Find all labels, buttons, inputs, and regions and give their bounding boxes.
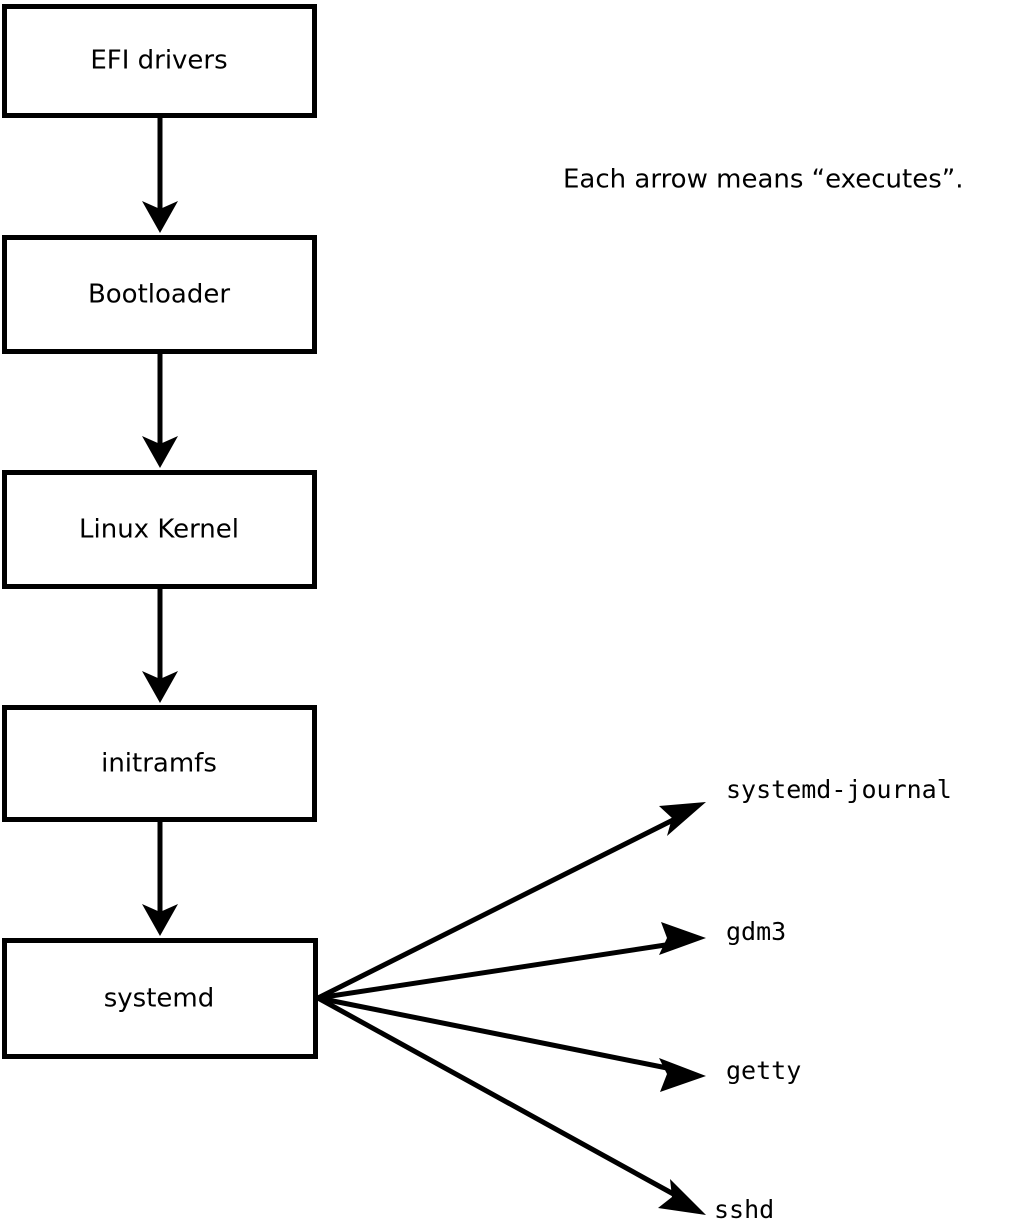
node-bootloader-rect[interactable]	[2, 235, 317, 354]
edge-efi-drivers-to-bootloader-arrowhead	[142, 201, 178, 233]
edge-systemd-to-getty	[317, 995, 706, 1092]
edge-systemd-to-sshd	[316, 995, 706, 1215]
edge-initramfs-to-systemd	[142, 822, 178, 936]
node-efi-drivers[interactable]: EFI drivers	[2, 4, 317, 118]
edge-bootloader-to-linux-kernel-arrowhead	[142, 436, 178, 468]
node-linux-kernel-rect[interactable]	[2, 470, 317, 589]
diagram-caption: Each arrow means “executes”.	[563, 165, 964, 195]
edge-systemd-to-systemd-journal	[316, 802, 706, 1001]
node-linux-kernel[interactable]: Linux Kernel	[2, 470, 317, 589]
edge-systemd-to-gdm3	[317, 922, 706, 1001]
edge-initramfs-to-systemd-arrowhead	[142, 904, 178, 936]
edge-systemd-to-getty-arrowhead	[659, 1058, 706, 1092]
edge-bootloader-to-linux-kernel	[142, 354, 178, 468]
fanout-label-getty: getty	[726, 1056, 801, 1085]
fanout-label-gdm3: gdm3	[726, 917, 786, 946]
node-systemd-label: systemd	[104, 984, 215, 1014]
node-systemd-rect[interactable]	[2, 938, 318, 1059]
edge-systemd-to-getty-line	[317, 995, 673, 1072]
edge-linux-kernel-to-initramfs-arrowhead	[142, 671, 178, 703]
fanout-label-systemd-journal: systemd-journal	[726, 775, 952, 804]
edge-systemd-to-systemd-journal-line	[316, 813, 683, 1001]
edge-linux-kernel-to-initramfs	[142, 589, 178, 703]
node-bootloader-label: Bootloader	[88, 280, 230, 310]
node-initramfs-rect[interactable]	[2, 705, 317, 822]
node-bootloader[interactable]: Bootloader	[2, 235, 317, 354]
edge-systemd-to-gdm3-arrowhead	[659, 922, 706, 955]
fanout-edges-group	[316, 802, 706, 1215]
edge-systemd-to-sshd-line	[316, 995, 679, 1199]
edge-systemd-to-sshd-arrowhead	[658, 1179, 706, 1215]
edge-systemd-to-gdm3-line	[317, 941, 673, 1001]
edge-systemd-to-systemd-journal-arrowhead	[659, 802, 706, 836]
node-initramfs[interactable]: initramfs	[2, 705, 317, 822]
node-efi-drivers-label: EFI drivers	[90, 46, 227, 76]
fanout-labels-group: systemd-journal gdm3 getty sshd	[714, 775, 952, 1224]
node-linux-kernel-label: Linux Kernel	[79, 515, 239, 545]
fanout-label-sshd: sshd	[714, 1195, 774, 1224]
node-efi-drivers-rect[interactable]	[2, 4, 317, 118]
chain-nodes-group: EFI drivers Bootloader Linux Kernel init…	[2, 4, 318, 1059]
edge-efi-drivers-to-bootloader	[142, 118, 178, 233]
node-systemd[interactable]: systemd	[2, 938, 318, 1059]
node-initramfs-label: initramfs	[101, 749, 217, 779]
chain-edges-group	[142, 118, 178, 936]
